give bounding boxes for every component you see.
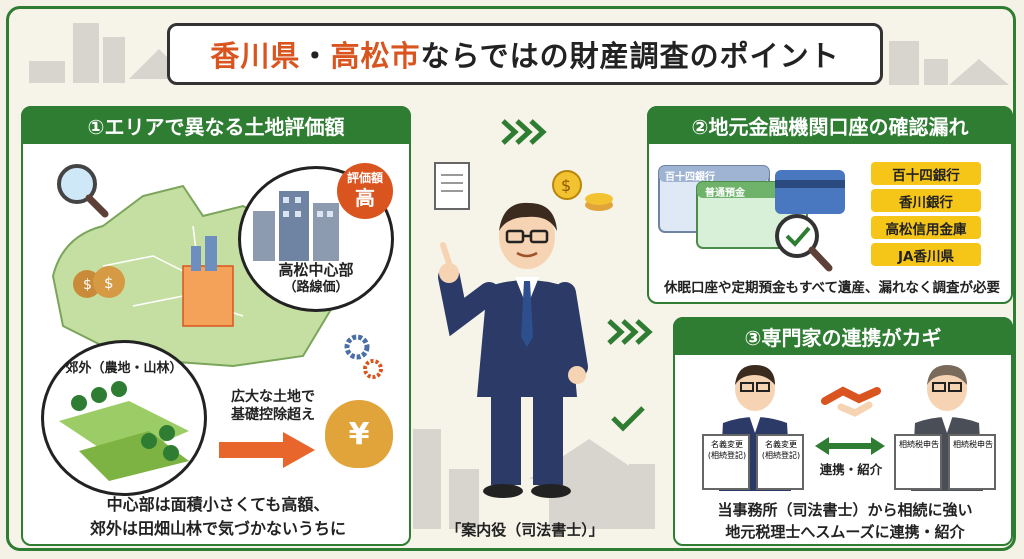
tax-accountant-illustration (894, 365, 996, 491)
svg-text:$: $ (83, 277, 92, 293)
yen-money-bag-icon: ¥ (325, 400, 393, 468)
panel-expert-collaboration: ③専門家の連携がカギ 名義変更 (相続登記) 名義変更 (相続登記) 連携・紹介 (673, 317, 1013, 546)
buildings-icon (253, 191, 339, 261)
panel-expert-collaboration-heading: ③専門家の連携がカギ (673, 317, 1013, 355)
doc-label-registration-2: 名義変更 (相続登記) (761, 440, 801, 460)
link-label: 連携・紹介 (819, 462, 883, 477)
judicial-scrivener-illustration (702, 365, 804, 491)
bank-tag-kagawa: 香川銀行 (871, 189, 981, 212)
right-arrow-icon (219, 432, 315, 468)
panel-local-banks-heading: ②地元金融機関口座の確認漏れ (647, 106, 1013, 144)
gears-icon (344, 334, 383, 379)
panel-expert-collaboration-summary-line1: 当事務所（司法書士）から相続に強い (717, 501, 973, 519)
title-prefecture: 香川県 (210, 39, 301, 73)
chevron-arrows-icon-lower (607, 319, 653, 345)
svg-text:$: $ (104, 274, 114, 292)
arrow-label-line1: 広大な土地で (231, 389, 315, 405)
valuation-badge: 評価額 高 (337, 163, 393, 219)
panel-expert-collaboration-summary-line2: 地元税理士へスムーズに連携・紹介 (725, 523, 965, 541)
title-city: 高松市 (330, 39, 421, 73)
panel-land-valuation-summary: 中心部は面積小さくても高額、 郊外は田畑山林で気づかないうちに (23, 493, 413, 541)
city-center-bubble: 評価額 高 高松中心部 （路線価） (238, 163, 394, 312)
document-icon (434, 162, 470, 210)
panel-local-banks-note: 休眠口座や定期預金もすべて遺産、漏れなく調査が必要 (663, 280, 1000, 296)
page-title: 香川県 ・ 高松市 ならではの財産調査のポイント (167, 23, 883, 85)
city-center-label-line2: （路線価） (283, 280, 349, 295)
chevron-arrows-icon (501, 119, 547, 145)
handshake-icon (821, 386, 881, 417)
farmland-forest-icon (59, 381, 189, 481)
title-rest: ならではの財産調査のポイント (420, 39, 840, 73)
panel-land-valuation: ①エリアで異なる土地評価額 $ $ 評価額 (21, 106, 411, 546)
guide-person-illustration (438, 202, 588, 498)
city-center-label: 高松中心部 （路線価） (241, 261, 391, 297)
valuation-badge-line1: 評価額 (346, 171, 383, 185)
valuation-badge-line2: 高 (355, 186, 375, 210)
panel-local-banks: ②地元金融機関口座の確認漏れ 百十四銀行 普通預金 休眠口座や定期預金もすべて遺… (647, 106, 1013, 304)
background-skyline (29, 23, 1009, 529)
bankbook-cards-illustration (658, 165, 845, 272)
coins-icon: $ (552, 170, 613, 211)
money-bags-icon: $ $ (73, 266, 125, 298)
yen-symbol: ¥ (348, 416, 370, 452)
doc-label-tax-return: 相続税申告 (899, 440, 939, 449)
bank-tag-hyakujushi: 百十四銀行 (871, 162, 981, 185)
title-dot: ・ (300, 39, 331, 73)
guide-label: 「案内役（司法書士）」 (446, 521, 604, 539)
panel-land-valuation-heading: ①エリアで異なる土地評価額 (21, 106, 411, 144)
infographic-frame: 香川県 ・ 高松市 ならではの財産調査のポイント ①エリアで異なる土地評価額 $… (6, 6, 1016, 551)
doc-label-registration: 名義変更 (相続登記) (707, 440, 747, 460)
suburb-bubble: 郊外（農地・山林） (41, 340, 207, 496)
doc-label-tax-return-2: 相続税申告 (953, 440, 993, 449)
check-icon (611, 406, 645, 432)
double-arrow-icon (815, 437, 885, 455)
city-center-label-line1: 高松中心部 (278, 261, 354, 279)
savings-card-label: 普通預金 (705, 188, 745, 199)
bank-tag-takamatsu-shinkin: 高松信用金庫 (871, 216, 981, 239)
suburb-label: 郊外（農地・山林） (65, 361, 183, 376)
arrow-label: 広大な土地で 基礎控除超え (213, 388, 333, 424)
panel-land-valuation-summary-line1: 中心部は面積小さくても高額、 (106, 495, 330, 514)
panel-expert-collaboration-summary: 当事務所（司法書士）から相続に強い 地元税理士へスムーズに連携・紹介 (675, 499, 1013, 543)
bank-tag-ja-kagawa: JA香川県 (871, 243, 981, 266)
bank-card-label: 百十四銀行 (665, 172, 715, 183)
magnifier-icon (57, 164, 109, 218)
arrow-label-line2: 基礎控除超え (231, 407, 315, 423)
panel-land-valuation-summary-line2: 郊外は田畑山林で気づかないうちに (89, 519, 346, 538)
svg-text:$: $ (561, 176, 571, 195)
